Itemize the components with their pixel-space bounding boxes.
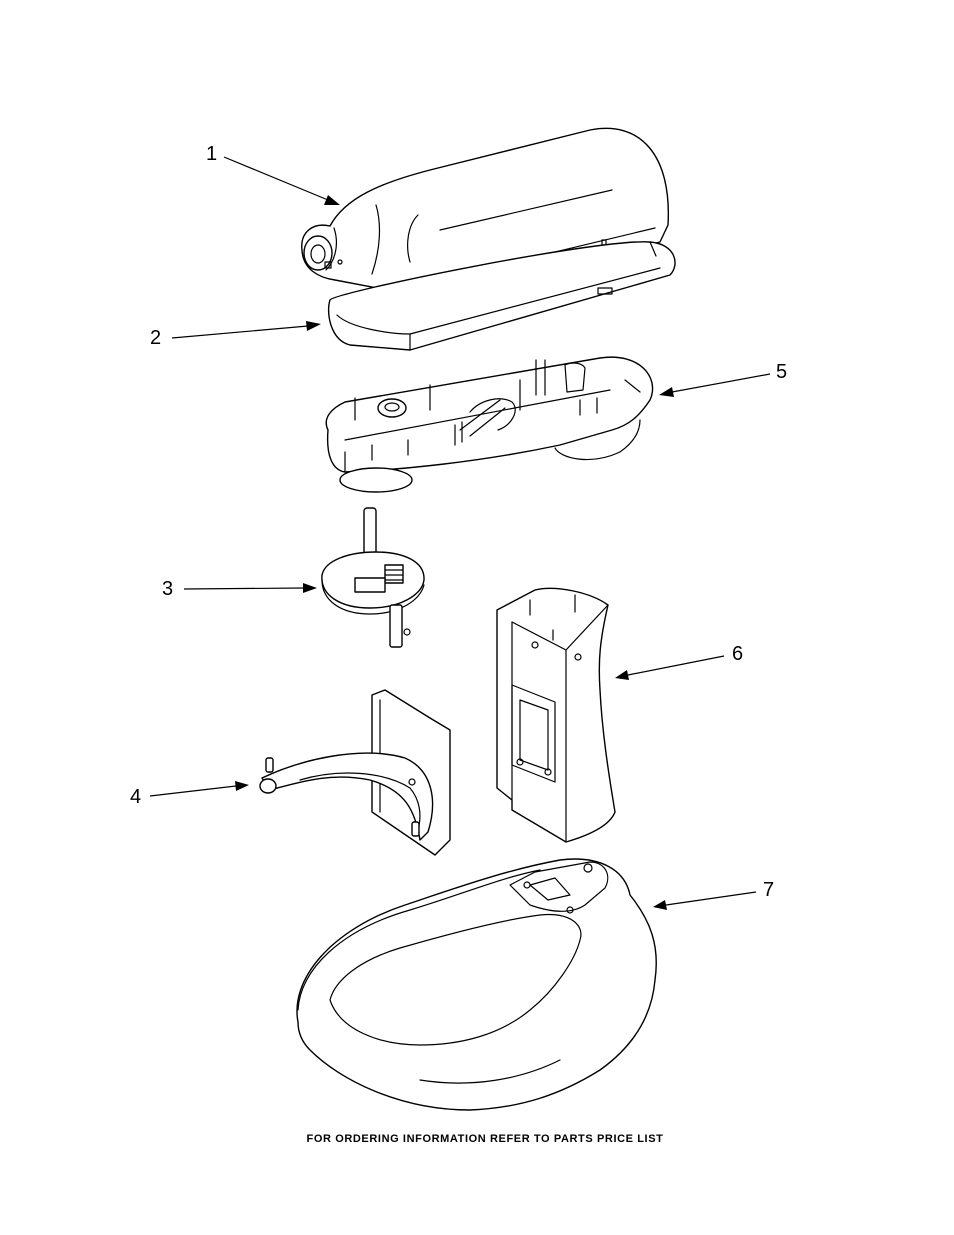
- part-7-base: [296, 858, 657, 1111]
- arrowhead-7: [653, 900, 667, 910]
- arrowhead-6: [615, 670, 629, 680]
- callout-2: 2: [150, 327, 162, 349]
- part-3-planetary-assembly: [321, 507, 425, 648]
- leader-4: [149, 785, 237, 797]
- part-5-gear-case: [325, 356, 654, 493]
- callout-6: 6: [732, 643, 744, 665]
- callout-4: 4: [130, 786, 142, 808]
- part-6-column: [496, 587, 616, 843]
- callout-5: 5: [776, 361, 788, 383]
- leader-5: [671, 373, 771, 393]
- callout-3: 3: [162, 578, 174, 600]
- leader-2: [171, 325, 309, 339]
- arrowhead-2: [306, 321, 321, 331]
- leader-6: [627, 655, 725, 676]
- part-2-trim-band: [327, 241, 676, 351]
- leader-7: [665, 891, 757, 906]
- arrowhead-5: [659, 387, 674, 397]
- leader-1: [223, 156, 329, 201]
- part-4-bowl-support: [259, 689, 451, 856]
- leader-3: [183, 587, 305, 590]
- arrowhead-3: [303, 583, 317, 593]
- leader-lines: [149, 156, 771, 910]
- arrowhead-4: [235, 781, 249, 791]
- ordering-info-footer: FOR ORDERING INFORMATION REFER TO PARTS …: [306, 1133, 664, 1145]
- arrowhead-1: [324, 195, 340, 205]
- callout-1: 1: [206, 143, 218, 165]
- callout-7: 7: [763, 879, 775, 901]
